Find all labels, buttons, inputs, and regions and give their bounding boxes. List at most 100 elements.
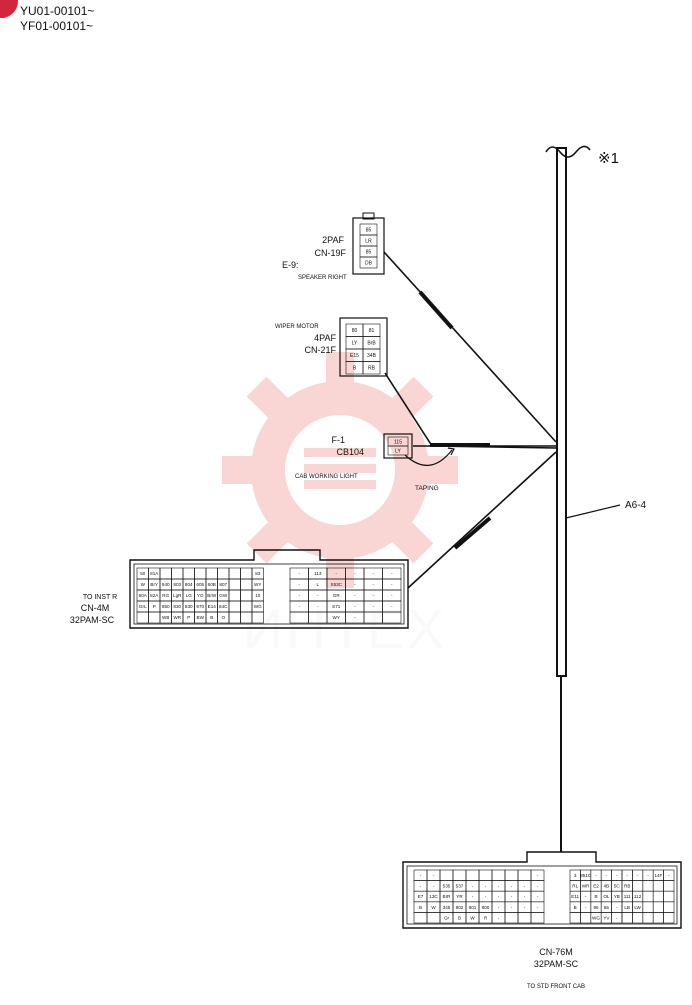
cn76m-pin-cell	[652, 880, 664, 892]
cn76m-pin-label: E2	[593, 884, 599, 889]
break-mark-icon	[545, 145, 591, 158]
cn4m-pin-label: WB	[162, 615, 169, 620]
cn21f-body	[339, 317, 388, 377]
header: YU01-00101~ YF01-00101~	[0, 0, 94, 33]
cn4m-pin-cell	[171, 567, 184, 580]
cb104-pin-label: 115	[394, 439, 402, 445]
cn4m-pin-cell	[228, 567, 241, 580]
cn4m-pin-label: -	[391, 571, 393, 576]
cn76m-type: 32PAM-SC	[534, 959, 579, 969]
serial-yf: YF01-00101~	[20, 19, 93, 33]
wire-to-cn4m-sleeve	[453, 516, 492, 550]
gear-tooth	[222, 456, 262, 484]
cn4m-pin-label: 803	[173, 582, 181, 587]
harness-trunk: ※1 A6-4	[545, 145, 647, 852]
cn4m-pin-cell	[228, 611, 241, 624]
cn76m-pin-cell	[517, 869, 532, 881]
cn4m-pin-label: 830	[185, 604, 193, 609]
cn76m-pin-label: WR	[582, 884, 590, 889]
cn4m-pin-cell	[205, 567, 218, 580]
cn76m-pin-label: -	[606, 873, 608, 878]
cn76m-pin-label: -	[485, 894, 487, 899]
cn76m-pin-label: 800	[482, 905, 490, 910]
cn4m-pin-label: -	[354, 615, 356, 620]
cn76m-pin-label: -	[433, 884, 435, 889]
cn76m-pin-label: Gr	[444, 915, 450, 920]
cn76m-pin-label: 537	[456, 884, 464, 889]
trunk-label: A6-4	[625, 500, 647, 511]
cn4m-pin-label: P	[187, 615, 190, 620]
cn4m-pin-label: S53C	[331, 582, 343, 587]
cn19f-circuit: E-9:	[282, 260, 299, 270]
cn21f-pin-label: B	[353, 366, 357, 372]
cn21f-pin-label: LY	[352, 341, 358, 347]
cn76m-pin-label: E7	[418, 894, 424, 899]
cn76m-name: CN-76M	[539, 947, 573, 957]
cn4m-type: 32PAM-SC	[70, 615, 115, 625]
trunk-label-leader	[565, 504, 621, 519]
cn76m-pin-cell	[642, 890, 654, 903]
cn4m-pin-label: 10	[255, 593, 261, 598]
gear-tooth	[418, 456, 458, 484]
cn76m-pin-label: -	[472, 884, 474, 889]
cn76m-pin-label: 3	[574, 873, 577, 878]
cn4m-pin-cell	[251, 611, 264, 624]
cn76m-pin-label: -	[524, 884, 526, 889]
cn21f-pin-label: E15	[350, 353, 359, 359]
cn76m-pin-cell	[632, 912, 644, 924]
cn4m-pin-label: -	[391, 582, 393, 587]
cn4m-inner-frame	[133, 563, 405, 625]
cn4m-pin-label: WR	[173, 615, 181, 620]
cn21f-pin-label: 80	[352, 328, 358, 334]
cn76m-pin-label: 851C	[580, 873, 592, 878]
cn76m-pin-label: B	[594, 894, 597, 899]
cn4m-pin-label: 830	[173, 604, 181, 609]
cn76m-pin-label: W	[470, 915, 475, 920]
cn76m-pin-label: -	[585, 905, 587, 910]
cn76m-pin-label: 13C	[429, 894, 438, 899]
cn4m-pin-cell	[136, 611, 149, 624]
cn4m-pin-label: WY	[333, 615, 340, 620]
cn4m-pin-label: -	[298, 582, 300, 587]
cn19f-name: CN-19F	[314, 248, 346, 258]
cn4m-pin-cell	[240, 567, 253, 580]
cn76m-pin-cell	[663, 901, 675, 913]
cn4m-pin-cell	[228, 589, 241, 602]
cn76m-pin-label: -	[668, 873, 670, 878]
cn76m-pin-label: -	[626, 873, 628, 878]
cn4m-pin-label: 84C	[219, 604, 228, 609]
gear-tooth	[385, 376, 434, 425]
watermark-gear-icon: ИНТЕХ	[222, 352, 458, 660]
cn4m-body	[129, 549, 409, 629]
gear-ring	[251, 381, 429, 559]
cn4m-pin-label: BrW	[207, 593, 217, 598]
cn76m-pin-label: -	[537, 905, 539, 910]
gear-tooth	[246, 376, 295, 425]
cn76m-pin-label: 95	[593, 905, 599, 910]
cn4m-pin-label: 50	[140, 571, 146, 576]
cn4m-pin-label: 807	[219, 582, 227, 587]
cn76m-pin-label: BrR	[443, 894, 452, 899]
cn76m-pin-cell	[504, 912, 519, 924]
cn4m-pin-cell	[228, 600, 241, 613]
cn76m-body	[402, 851, 682, 929]
cb104-body	[383, 433, 413, 459]
cn21f-pin-label: RB	[368, 366, 376, 372]
gear-bar	[304, 480, 376, 489]
cn76m-pin-label: WG	[592, 915, 600, 920]
cn76m-pin-label: -	[616, 905, 618, 910]
cn76m-pin-cell	[569, 912, 581, 924]
cn4m-pin-cell	[182, 567, 195, 580]
cn4m-pin-cell	[148, 611, 161, 624]
cn76m-pin-cell	[621, 912, 633, 924]
cb104-pin-label: LY	[395, 448, 401, 454]
gear-bar	[304, 448, 376, 457]
cn76m-inner-frame	[406, 865, 678, 925]
cn76m-pin-label: -	[524, 905, 526, 910]
cn4m-pin-label: BW	[197, 615, 205, 620]
cn76m-pin-label: YB	[614, 894, 620, 899]
